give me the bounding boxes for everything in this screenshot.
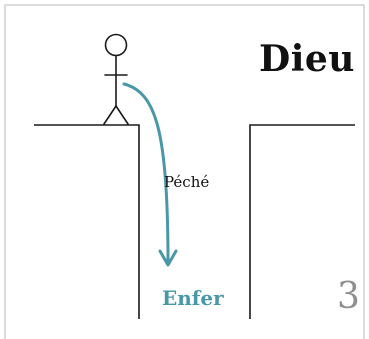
ground-left-ledge: [34, 124, 140, 319]
ground-right-ledge: [249, 124, 355, 319]
panel-border: [4, 4, 365, 339]
destination-label: Enfer: [162, 286, 224, 310]
panel-number: 3: [337, 276, 360, 317]
arrow-label: Péché: [164, 173, 210, 191]
title-label: Dieu: [259, 38, 355, 80]
curved-arrow-down-icon: [122, 82, 178, 267]
stick-figure-icon: [103, 33, 129, 125]
